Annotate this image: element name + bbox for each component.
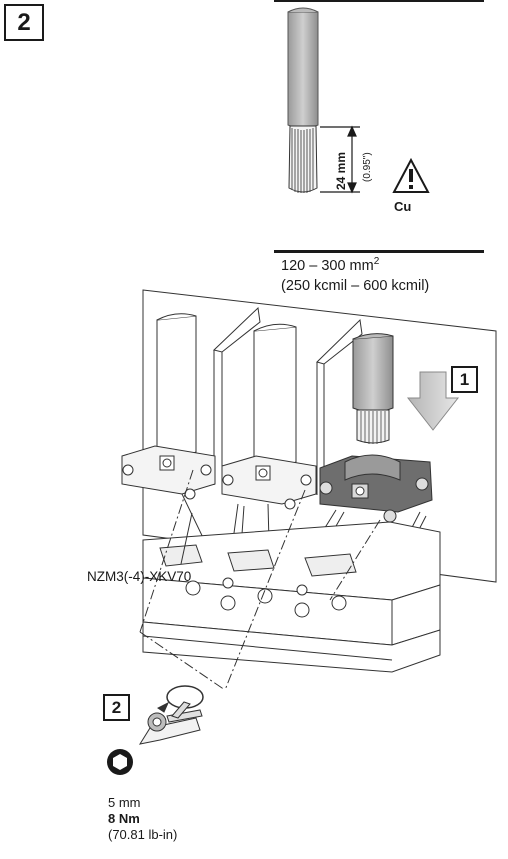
stripped-cable-detail: 24 mm (0.95") [287, 7, 430, 194]
copper-material-label: Cu [394, 199, 412, 214]
hex-socket-icon [107, 749, 133, 775]
cross-section-metric-exponent: 2 [373, 256, 380, 267]
terminal-assembly [121, 289, 497, 673]
hex-size-label: 5 mm [108, 795, 141, 810]
insert-arrow [406, 371, 460, 431]
cross-section-imperial: (250 kcmil – 600 kcmil) [281, 278, 430, 294]
clamp-3 [319, 454, 433, 523]
part-leader-line [180, 512, 193, 565]
torque-lbin-label: (70.81 lb-in) [108, 827, 178, 842]
cross-section-metric: 120 – 300 mm2 [281, 256, 379, 274]
step-number-badge: 2 [4, 4, 44, 41]
strip-length-dimension [320, 125, 360, 194]
part-number-label: NZM3(-4)-XKV70 [87, 569, 192, 584]
cross-section-metric-value: 120 – 300 mm [281, 257, 374, 274]
cross-section-rule [274, 250, 484, 253]
step-tighten-badge: 2 [103, 694, 130, 721]
tool-axis-lines [139, 469, 381, 691]
warning-icon [392, 157, 430, 193]
clamp-2 [221, 455, 317, 510]
hex-key-tool [138, 685, 204, 745]
strip-length-label: 24 mm [334, 152, 348, 190]
torque-nm-label: 8 Nm [108, 811, 140, 826]
strip-length-inch-label: (0.95") [362, 152, 373, 182]
top-rule [274, 0, 484, 2]
clamp-1 [121, 445, 216, 500]
step-insert-badge: 1 [451, 366, 478, 393]
